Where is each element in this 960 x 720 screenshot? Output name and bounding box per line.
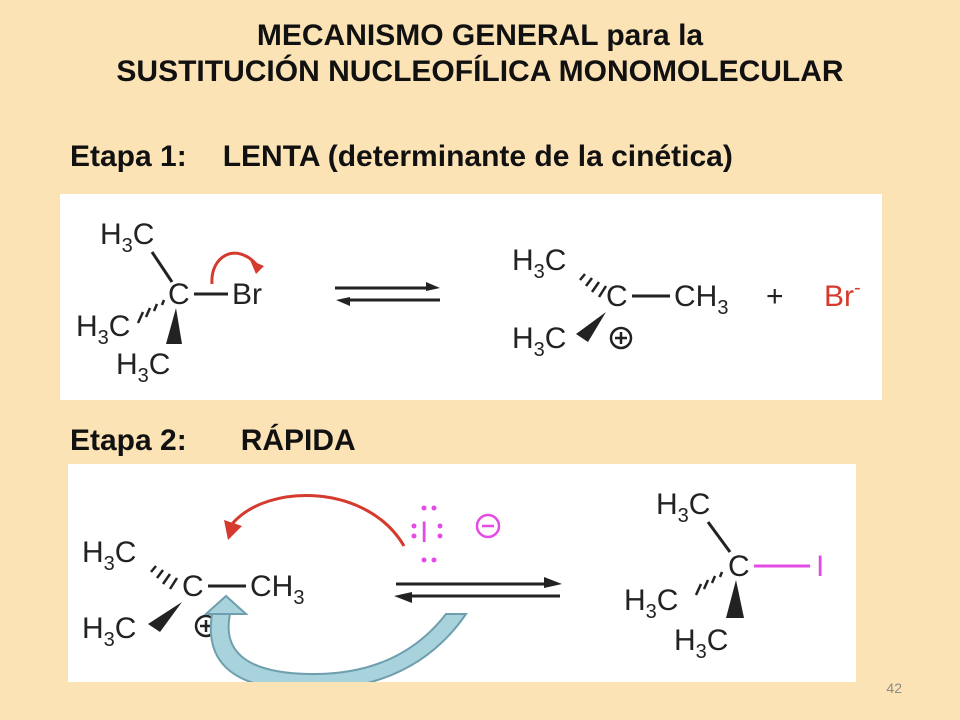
curved-arrow-head [250, 260, 264, 274]
stage2-carbocation: H3C C CH3 H3C [82, 536, 304, 651]
stage-1-heading: Etapa 1: LENTA (determinante de la cinéti… [70, 140, 733, 174]
curved-arrow-red [210, 251, 258, 285]
cation-h3c-bottom: H3C [512, 322, 566, 361]
s2-cation-h3c-top: H3C [82, 536, 136, 575]
page-number: 42 [886, 680, 902, 696]
cation-hashed-bond [579, 273, 608, 298]
stage-1-label: Etapa 1: [70, 140, 187, 173]
product-h3c-bottom: H3C [674, 624, 728, 663]
reactant-h3c-top: H3C [100, 218, 154, 257]
cation-h3c-top: H3C [512, 244, 566, 283]
title-line-2: SUSTITUCIÓN NUCLEOFÍLICA MONOMOLECULAR [116, 55, 844, 88]
attack-arrow-head [224, 520, 242, 540]
cation-wedge-bond [576, 312, 606, 342]
slide-title: MECANISMO GENERAL para la SUSTITUCIÓN NU… [0, 18, 960, 90]
iodide-symbol: I [420, 516, 428, 549]
s2-cation-central-carbon: C [182, 570, 204, 603]
title-line-1: MECANISMO GENERAL para la [256, 19, 704, 52]
stage-2-label: Etapa 2: [70, 424, 187, 457]
wedge-bond-down [166, 308, 182, 344]
curved-arrow-blue-head [203, 594, 249, 615]
product-h3c-top: H3C [656, 488, 710, 527]
curved-arrow-blue-icon [209, 613, 468, 682]
reactant-br: Br [232, 278, 262, 311]
product-wedge-bond [726, 580, 744, 618]
product-hashed-bond [694, 571, 724, 596]
negative-charge-icon [475, 513, 501, 539]
product-iodine: I [816, 550, 824, 583]
equilibrium-arrows-2 [394, 577, 562, 603]
s2-cation-hashed-bond [150, 565, 179, 590]
s2-cation-ch3: CH3 [250, 570, 304, 609]
reactant-tert-butyl-bromide: H3C C Br H3C H3C [76, 218, 264, 387]
stage-2-heading: Etapa 2: RÁPIDA [70, 424, 356, 458]
s2-cation-wedge-bond [148, 602, 182, 632]
reactant-central-carbon: C [168, 278, 190, 311]
stage-1-description: LENTA (determinante de la cinética) [222, 140, 733, 173]
reactant-h3c-left: H3C [76, 310, 130, 349]
stage-1-reaction-diagram: H3C C Br H3C H3C [76, 218, 861, 387]
product-carbocation: H3C C CH3 H3C [512, 244, 728, 361]
cation-ch3: CH3 [674, 280, 728, 319]
equilibrium-arrows-1 [335, 282, 440, 306]
product-h3c-left: H3C [624, 584, 678, 623]
iodide-nucleophile: I [411, 505, 501, 563]
attack-arrow-red [230, 493, 406, 547]
cation-central-carbon: C [606, 280, 628, 313]
stage-2-reaction-panel: H3C C CH3 H3C I [68, 464, 856, 682]
product-bond-top [706, 521, 732, 553]
bond-top [150, 251, 174, 283]
product-central-carbon: C [728, 550, 750, 583]
stage-2-description: RÁPIDA [240, 424, 356, 457]
bromide-ion: Br- [824, 277, 861, 313]
s2-cation-h3c-bottom: H3C [82, 612, 136, 651]
plus-sign: + [766, 280, 784, 313]
product-tert-butyl-iodide: H3C C I H3C H3C [624, 488, 824, 663]
positive-charge-icon [609, 326, 633, 350]
reactant-h3c-bottom: H3C [116, 348, 170, 387]
stage-1-reaction-panel: H3C C Br H3C H3C [60, 194, 882, 400]
hashed-bond-left [136, 299, 166, 324]
stage-2-reaction-diagram: H3C C CH3 H3C I [82, 488, 824, 682]
